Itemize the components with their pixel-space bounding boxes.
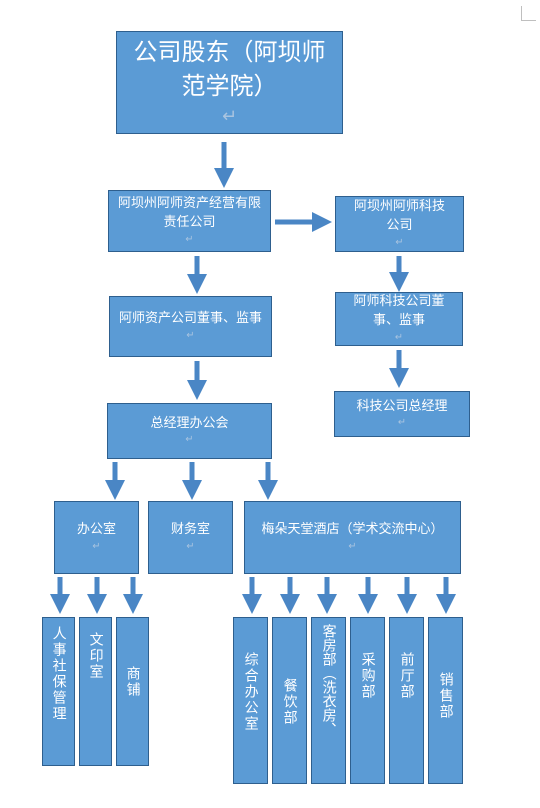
node-asset-board: 阿师资产公司董事、监事↵ bbox=[109, 296, 272, 357]
node-shops: 商铺 bbox=[116, 617, 149, 766]
node-hotel-label: 梅朵天堂酒店（学术交流中心） bbox=[261, 522, 444, 538]
node-tech-gm: 科技公司总经理↵ bbox=[334, 391, 470, 437]
node-sales-label: 销售部 bbox=[437, 672, 454, 720]
node-hr: 人事社保管理 bbox=[42, 617, 75, 766]
node-front-office-label: 前厅部 bbox=[398, 652, 415, 700]
node-asset-board-label: 阿师资产公司董事、监事 bbox=[118, 311, 262, 327]
node-asset-company: 阿坝州阿师资产经营有限责任公司↵ bbox=[108, 190, 271, 252]
node-hr-label: 人事社保管理 bbox=[50, 626, 67, 722]
node-office-label: 办公室 bbox=[76, 522, 116, 538]
node-housekeeping-label: 客房部（洗衣房、 bbox=[320, 624, 337, 736]
node-tech-company: 阿坝州阿师科技公司↵ bbox=[335, 196, 464, 252]
node-tech-company-label: 阿坝州阿师科技公司 bbox=[353, 199, 445, 233]
node-shareholder-label: 公司股东（阿坝师范学院） bbox=[133, 37, 326, 101]
node-hotel: 梅朵天堂酒店（学术交流中心）↵ bbox=[244, 501, 461, 574]
node-purchasing: 采购部 bbox=[350, 617, 385, 784]
node-finance: 财务室↵ bbox=[148, 501, 233, 574]
node-gm-office-label: 总经理办公会 bbox=[150, 415, 229, 431]
node-tech-board-label: 阿师科技公司董事、监事 bbox=[353, 294, 445, 328]
node-general-office: 综合办公室 bbox=[233, 617, 268, 784]
node-office: 办公室↵ bbox=[54, 501, 139, 574]
node-asset-company-label: 阿坝州阿师资产经营有限责任公司 bbox=[117, 196, 261, 230]
node-general-office-label: 综合办公室 bbox=[242, 652, 259, 732]
node-purchasing-label: 采购部 bbox=[359, 652, 376, 700]
node-shareholder: 公司股东（阿坝师范学院）↵ bbox=[116, 31, 343, 134]
node-shops-label: 商铺 bbox=[124, 666, 141, 698]
node-gm-office: 总经理办公会↵ bbox=[107, 403, 272, 459]
node-sales: 销售部 bbox=[428, 617, 463, 784]
node-catering: 餐饮部 bbox=[272, 617, 307, 784]
page-corner-mark bbox=[521, 6, 536, 21]
node-printing: 文印室 bbox=[79, 617, 112, 766]
node-tech-gm-label: 科技公司总经理 bbox=[356, 398, 448, 414]
node-catering-label: 餐饮部 bbox=[281, 678, 298, 726]
node-front-office: 前厅部 bbox=[389, 617, 424, 784]
node-printing-label: 文印室 bbox=[87, 632, 104, 680]
node-tech-board: 阿师科技公司董事、监事↵ bbox=[335, 292, 463, 346]
node-finance-label: 财务室 bbox=[170, 522, 210, 538]
node-housekeeping: 客房部（洗衣房、 bbox=[311, 617, 346, 784]
